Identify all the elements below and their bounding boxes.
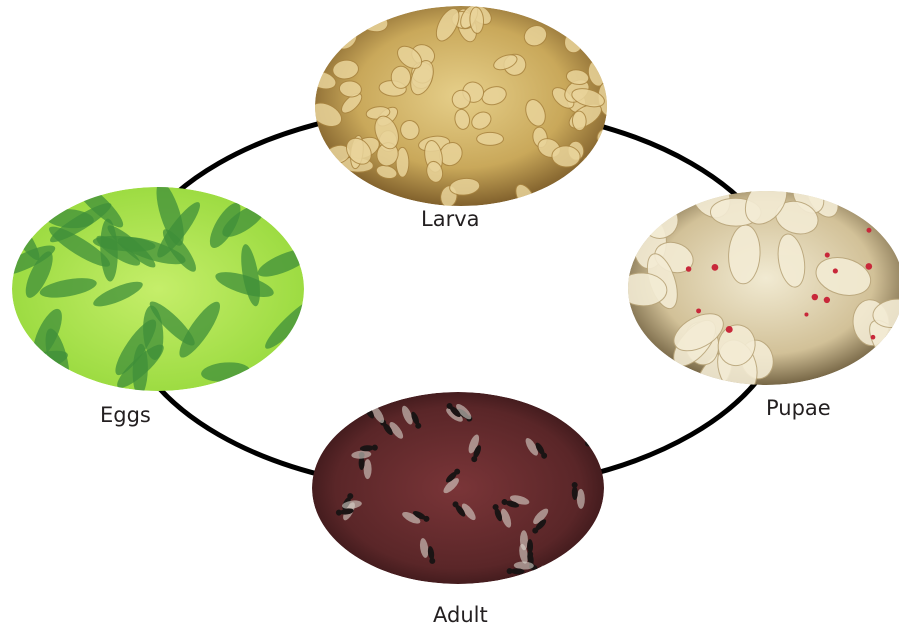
stage-label-eggs: Eggs (100, 403, 151, 427)
stage-label-adult: Adult (433, 603, 488, 627)
pupae-cluster-photo (618, 165, 899, 405)
stage-label-larva: Larva (421, 207, 480, 231)
adult-ants-photo (312, 392, 614, 586)
larvae-cluster-photo (306, 0, 621, 214)
stage-label-pupae: Pupae (766, 396, 831, 420)
eggs-micrograph-photo (0, 175, 321, 396)
